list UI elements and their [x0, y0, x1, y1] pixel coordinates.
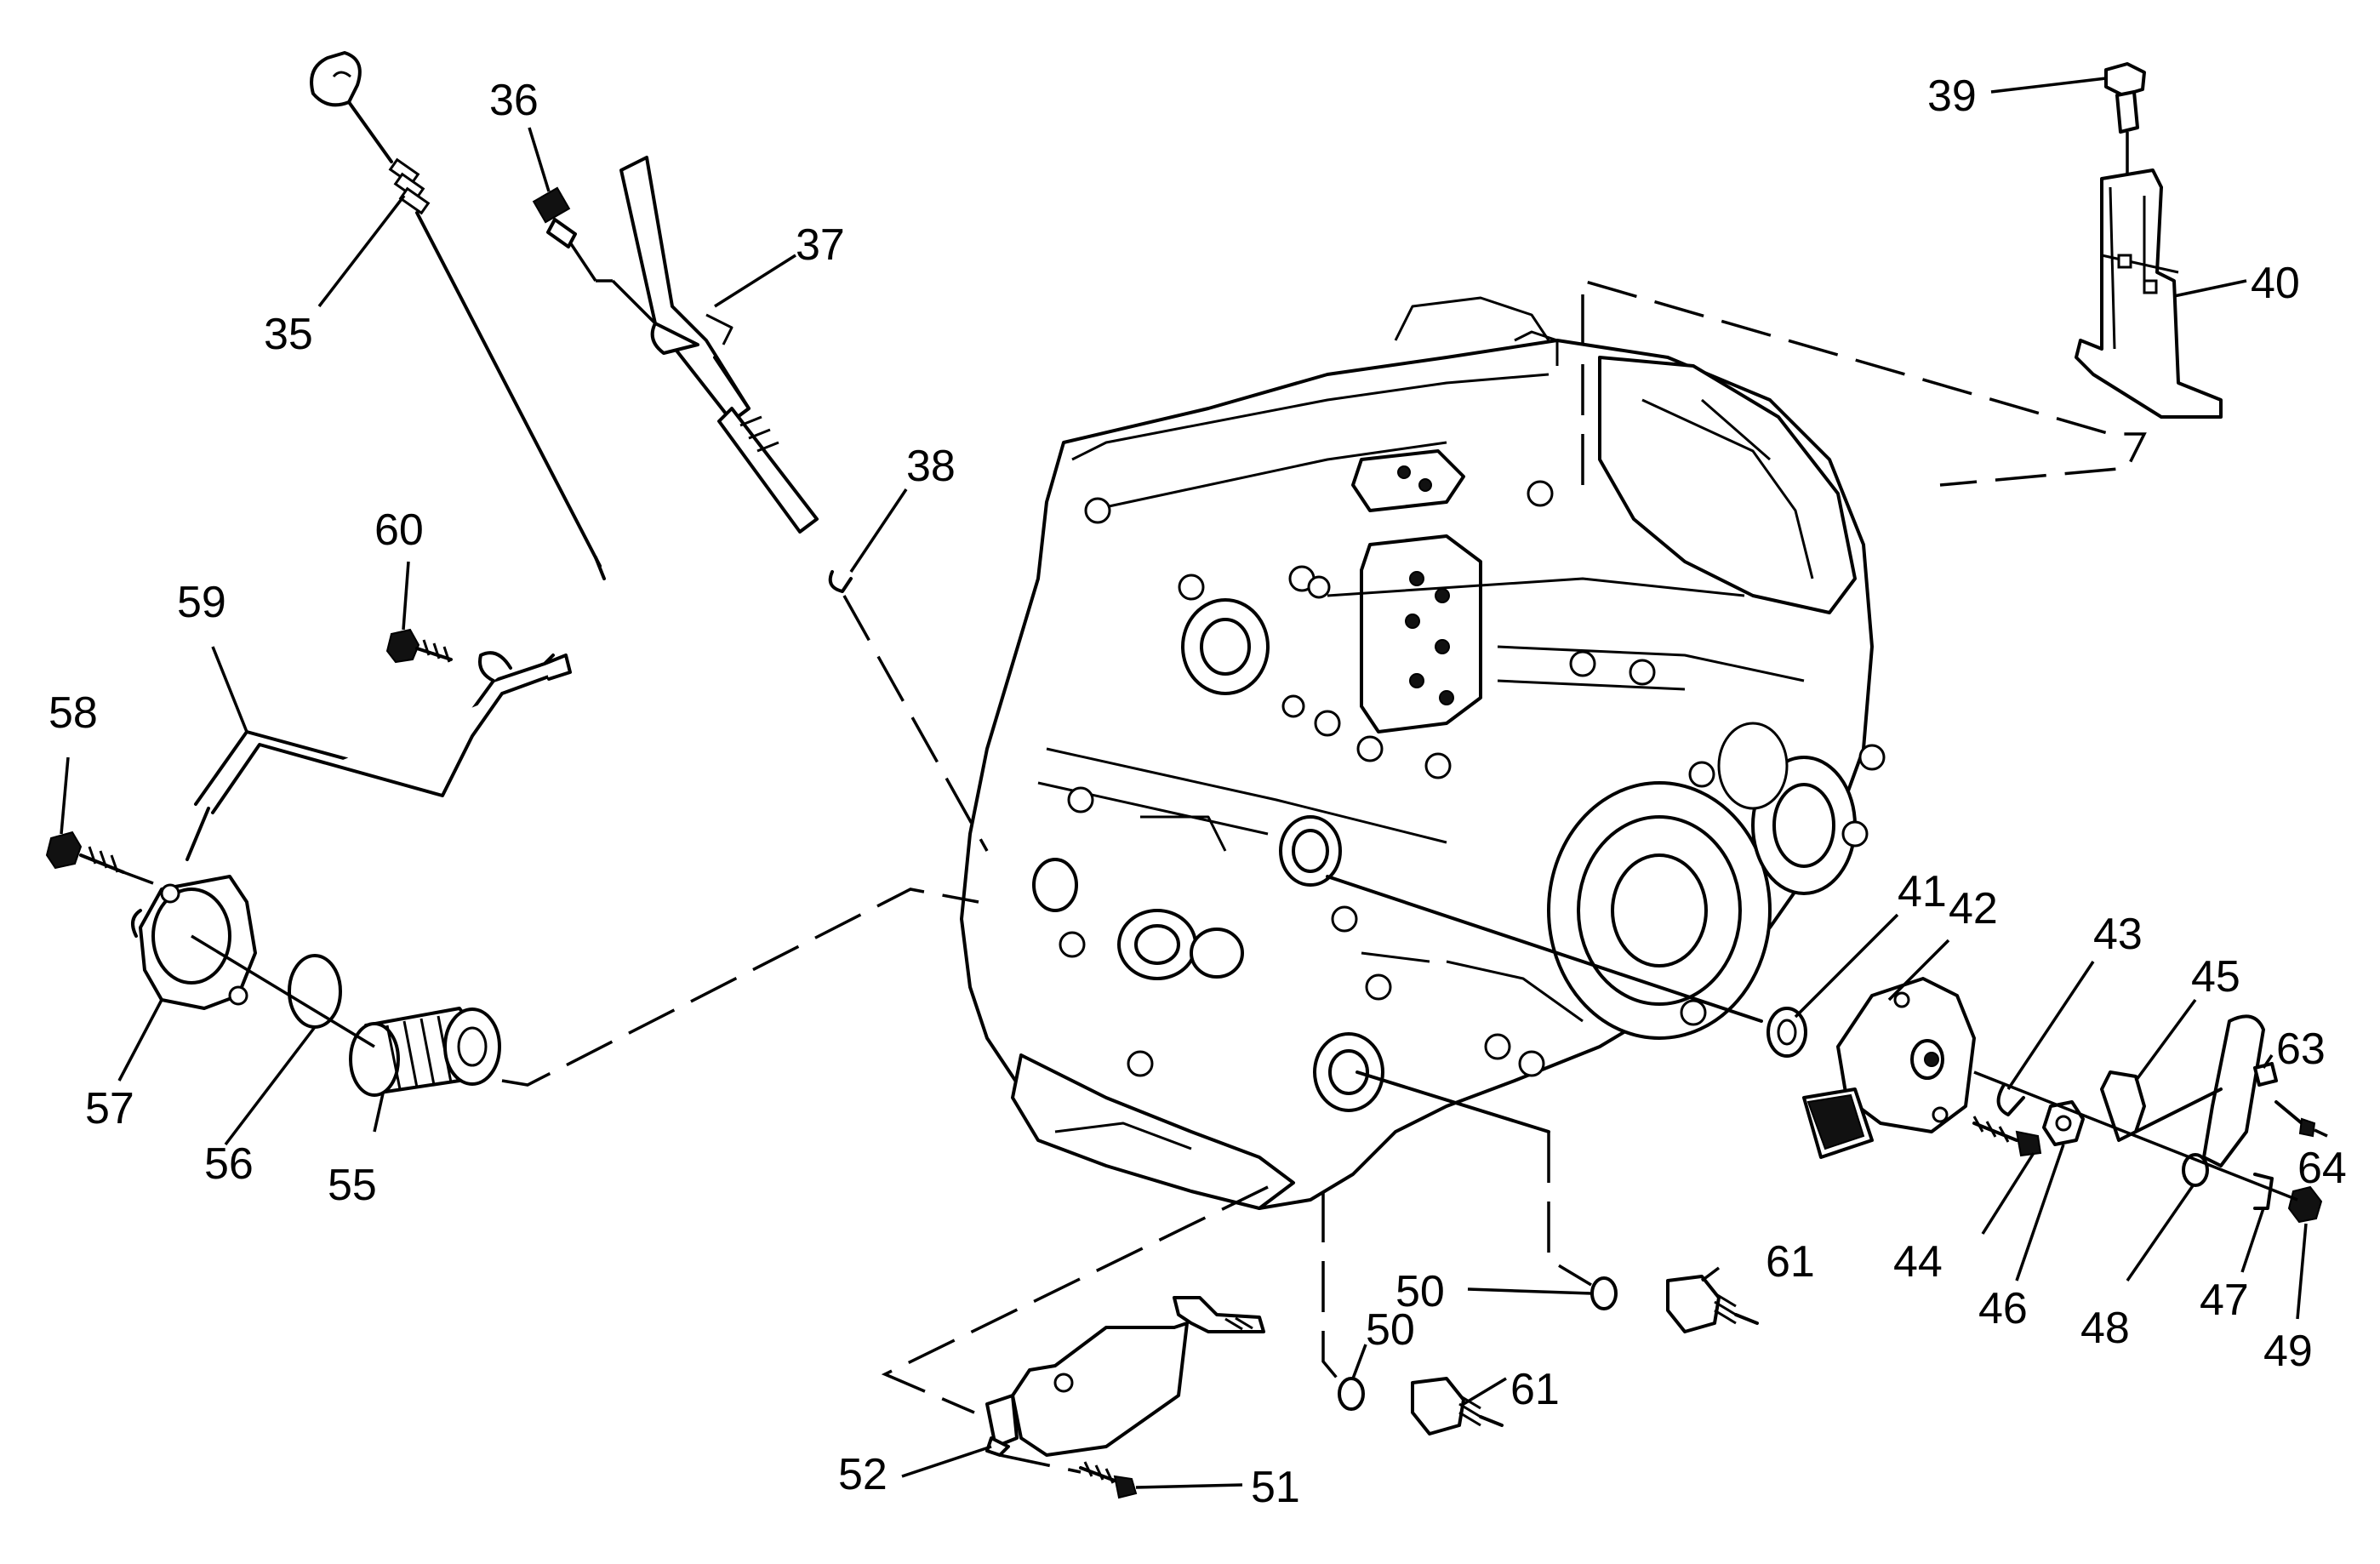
callout-40: 40 — [2251, 259, 2300, 308]
callout-59: 59 — [177, 578, 226, 627]
leader-lines — [60, 77, 2328, 1489]
part-47-clip — [2253, 1173, 2274, 1210]
part-49-nut — [2287, 1185, 2323, 1224]
part-40-bracket — [2075, 168, 2223, 419]
callout-51: 51 — [1251, 1463, 1300, 1512]
callout-36: 36 — [489, 76, 539, 125]
part-38-seal — [828, 570, 989, 852]
callout-50a: 50 — [1395, 1267, 1445, 1316]
part-59-pipe — [185, 646, 572, 861]
part-37-fill-tube — [596, 156, 819, 534]
part-43-retainer — [1996, 1083, 2025, 1116]
callout-37: 37 — [796, 220, 845, 270]
part-45-lever — [2100, 1014, 2265, 1167]
part-61-switch-a — [1666, 1275, 1759, 1333]
callout-64: 64 — [2297, 1144, 2347, 1193]
part-44-bolt — [1972, 1116, 2042, 1157]
part-61-switch-b — [1411, 1377, 1504, 1436]
callout-labels: 35 36 37 38 39 40 41 42 43 44 45 46 47 4… — [49, 71, 2347, 1512]
callout-52: 52 — [838, 1450, 888, 1499]
callout-61b: 61 — [1510, 1365, 1560, 1414]
callout-38: 38 — [906, 442, 956, 491]
callout-55: 55 — [328, 1161, 377, 1210]
callout-63: 63 — [2276, 1025, 2326, 1074]
part-41-seal — [1766, 1007, 1807, 1058]
part-35-oil-level-indicator — [310, 51, 606, 580]
callout-43: 43 — [2093, 910, 2143, 959]
part-42-range-switch — [1802, 977, 1976, 1159]
callout-44: 44 — [1893, 1237, 1943, 1287]
part-51-bolt — [1079, 1461, 1138, 1499]
callout-42: 42 — [1949, 884, 1998, 933]
part-36-bolt — [532, 186, 597, 282]
part-60-bolt — [385, 628, 453, 664]
callout-41: 41 — [1898, 867, 1947, 916]
transmission-case — [960, 296, 1886, 1210]
callout-50b: 50 — [1366, 1305, 1415, 1355]
callout-57: 57 — [85, 1084, 134, 1133]
callout-60: 60 — [374, 505, 424, 555]
part-52-bracket — [985, 1296, 1265, 1457]
callout-48: 48 — [2080, 1304, 2130, 1353]
callout-47: 47 — [2200, 1276, 2249, 1325]
part-64-bolt — [2274, 1100, 2316, 1138]
callout-58: 58 — [49, 688, 98, 738]
callout-49: 49 — [2263, 1327, 2313, 1376]
callout-56: 56 — [204, 1139, 254, 1189]
part-57-cover — [131, 875, 257, 1010]
part-56-seal — [288, 954, 342, 1029]
callout-61a: 61 — [1766, 1237, 1815, 1287]
part-50-washer-b — [1338, 1377, 1365, 1411]
part-58-bolt — [45, 831, 154, 885]
callout-45: 45 — [2191, 952, 2240, 1002]
callout-46: 46 — [1978, 1284, 2028, 1333]
part-55-filter — [349, 1007, 501, 1097]
part-50-washer-a — [1590, 1276, 1618, 1310]
callout-35: 35 — [264, 310, 313, 359]
case-bolt-heads — [1059, 480, 1886, 1077]
callout-39: 39 — [1927, 71, 1977, 121]
